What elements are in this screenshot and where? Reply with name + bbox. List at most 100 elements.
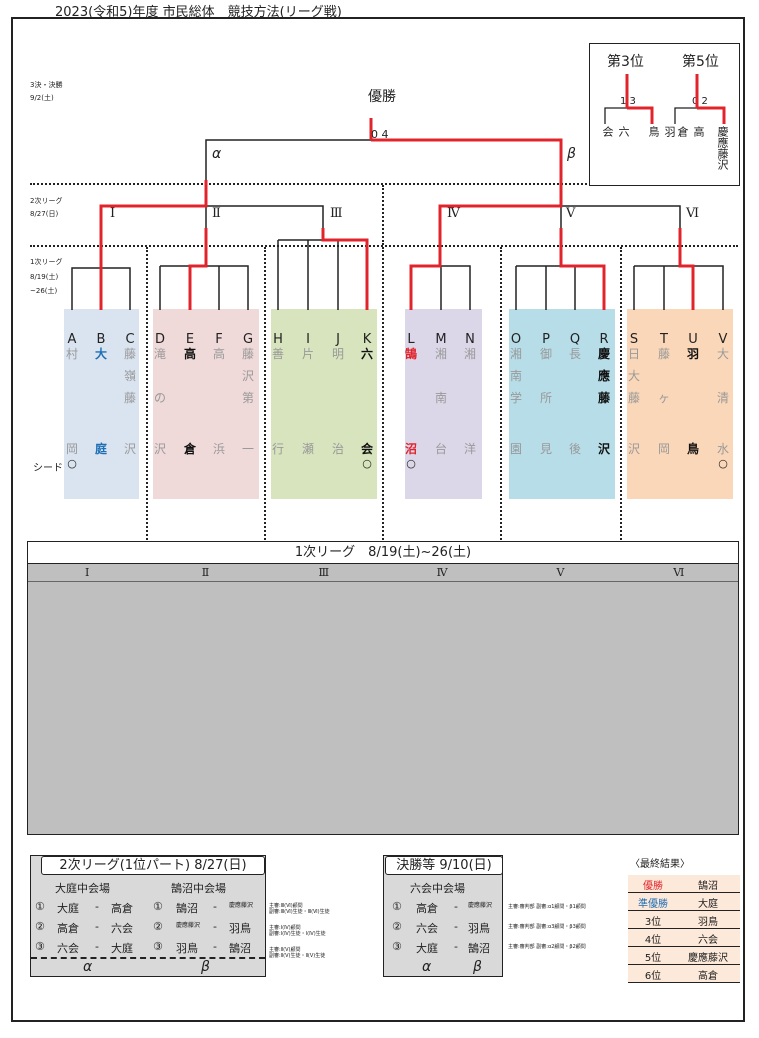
team-letter: E (185, 332, 195, 347)
result-row: 4位六会 (628, 929, 740, 947)
divider-final (30, 183, 738, 185)
finals-venue: 六会中会場 (410, 882, 465, 895)
match-number: ③ (153, 940, 163, 953)
team-name-char: 所 (539, 391, 552, 405)
first-league-table: 1次リーグ 8/19(土)~26(土) Ⅰ Ⅱ Ⅲ Ⅳ Ⅴ Ⅵ (27, 541, 739, 835)
team-name-char: 会 (360, 442, 373, 456)
team-name-char: 南 (509, 369, 522, 383)
second-league-date: 8/27(日) (30, 210, 59, 218)
match-away: 大庭 (111, 942, 133, 955)
result-row: 優勝鵠沼 (628, 875, 740, 893)
first-league-label: 1次リーグ (30, 258, 63, 266)
match-home: 高倉 (416, 902, 438, 915)
match-away: 慶應藤沢 (229, 902, 254, 909)
match-dash: - (454, 900, 458, 913)
venue-b: 鵠沼中会場 (171, 882, 226, 895)
result-team: 慶應藤沢 (688, 953, 728, 964)
match-home: 六会 (57, 942, 79, 955)
divider-center (382, 185, 384, 245)
match-away: 羽鳥 (468, 922, 490, 935)
team-letter: B (96, 332, 106, 347)
finals-title: 決勝等 9/10(日) (385, 856, 503, 875)
third-left-team-label: 六会 (601, 126, 630, 165)
team-letter: I (306, 332, 310, 347)
document-title: 2023(令和5)年度 市民総体 競技方法(リーグ戦) (55, 5, 342, 20)
team-letter: F (215, 332, 223, 347)
team-name-char: 善 (271, 347, 284, 361)
seed-mark: ○ (406, 457, 416, 470)
team-name-char: 鳥 (686, 442, 699, 456)
second-league-label: 2次リーグ (30, 197, 63, 205)
team-name-char: の (153, 391, 166, 405)
match-away: 六会 (111, 922, 133, 935)
team-name-char: 藤 (597, 391, 610, 405)
team-letter: R (599, 332, 609, 347)
match-home: 六会 (416, 922, 438, 935)
first-league-date-2: ~26(土) (30, 287, 58, 295)
match-number: ② (35, 920, 45, 933)
team-name-char: ヶ (657, 391, 670, 405)
match-number: ③ (392, 940, 402, 953)
finals-note: 主審:審判部 副審:α2顧問・β2顧問 (508, 944, 586, 950)
final-round-label: 3決・決勝 (30, 81, 63, 89)
result-team: 鵠沼 (698, 881, 718, 892)
team-letter: U (688, 332, 698, 347)
match-home: 大庭 (416, 942, 438, 955)
group-4-panel (405, 309, 482, 499)
match-dash: - (454, 940, 458, 953)
team-name-char: 瀬 (301, 442, 314, 456)
match-dash: - (454, 920, 458, 933)
team-name-char: 後 (568, 442, 581, 456)
first-league-groups: Ⅰ Ⅱ Ⅲ Ⅳ Ⅴ Ⅵ (28, 564, 738, 582)
champion-label: 優勝 (368, 89, 396, 105)
result-row: 3位羽鳥 (628, 911, 740, 929)
team-letter: V (718, 332, 728, 347)
team-letter: P (542, 332, 550, 347)
match-number: ① (153, 900, 163, 913)
group-roman-5: Ⅴ (566, 206, 576, 221)
team-name-char: 台 (434, 442, 447, 456)
team-name-char: 日 (627, 347, 640, 361)
match-away: 羽鳥 (229, 922, 251, 935)
finals-note: 主審:審判部 副審:α1顧問・β1顧問 (508, 904, 586, 910)
divider-second (30, 245, 738, 247)
team-name-char: 沢 (597, 442, 610, 456)
third-right-team-label: 羽鳥 (647, 126, 676, 165)
match-dash: - (95, 920, 99, 933)
second-league-dash (31, 957, 265, 959)
match-number: ① (35, 900, 45, 913)
team-name-char: 水 (716, 442, 729, 456)
match-away: 鵠沼 (468, 942, 490, 955)
final-round-date: 9/2(土) (30, 94, 54, 102)
team-name-char: 清 (716, 391, 729, 405)
divider-v4 (500, 247, 502, 540)
first-league-group-2: Ⅱ (201, 566, 210, 579)
second-league-alpha: α (83, 959, 93, 975)
first-league-group-5: Ⅴ (556, 566, 565, 579)
team-name-char: 一 (241, 442, 254, 456)
team-name-char: 嶺 (123, 369, 136, 383)
result-team: 高倉 (698, 971, 718, 982)
team-letter: M (435, 332, 447, 347)
seed-mark: ○ (362, 457, 372, 470)
match-home: 鵠沼 (176, 902, 198, 915)
group-1-panel (64, 309, 139, 499)
match-home: 羽鳥 (176, 942, 198, 955)
team-name-char: 慶 (597, 347, 610, 361)
team-name-char: 湘 (509, 347, 522, 361)
match-dash: - (95, 940, 99, 953)
second-league-note-2: 主審:Ⅰ(Ⅳ)顧問副審:Ⅰ(Ⅳ)生徒・Ⅰ(Ⅳ)生徒 (269, 925, 326, 937)
result-team: 大庭 (698, 899, 718, 910)
